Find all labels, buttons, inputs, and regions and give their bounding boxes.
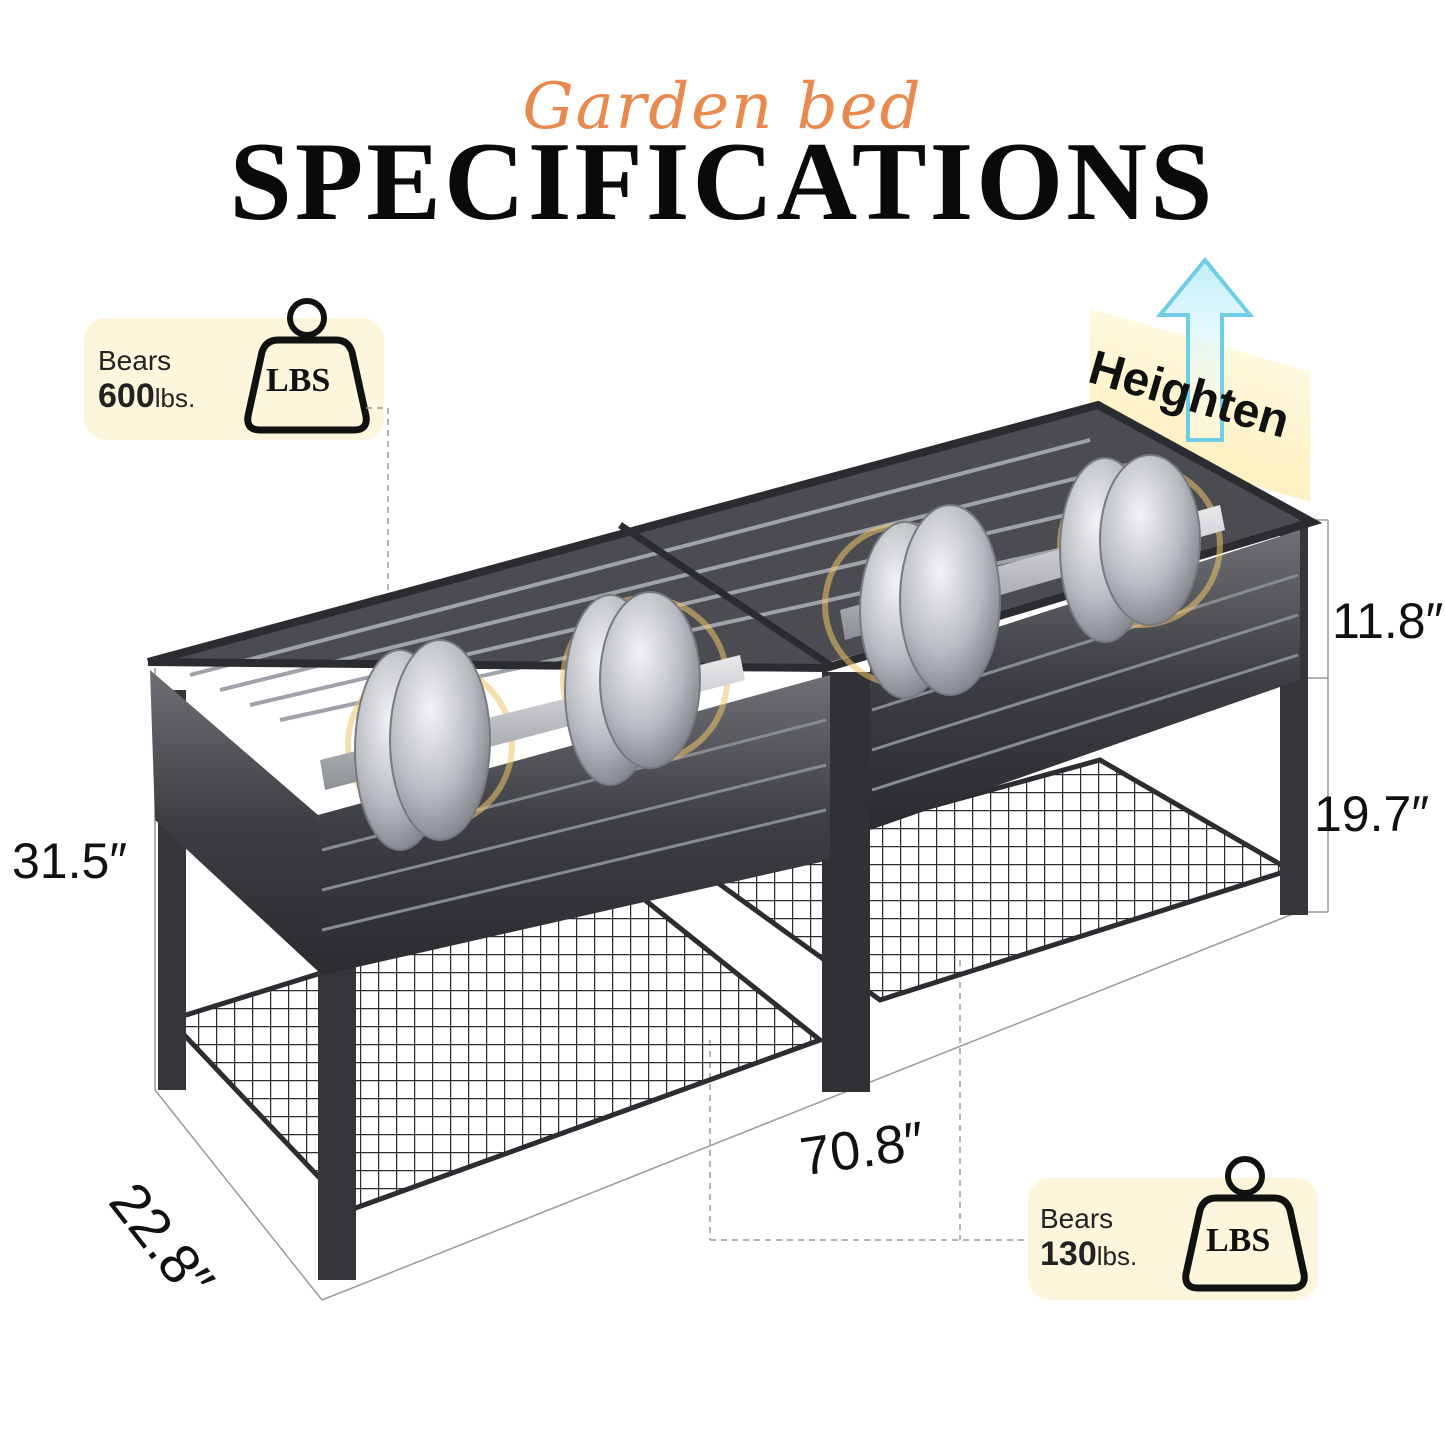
weight-icon <box>1182 1156 1308 1292</box>
dimension-height-total: 31.5″ <box>12 833 128 889</box>
weight-icon <box>244 298 370 434</box>
dimension-bed-height: 11.8″ <box>1332 593 1444 649</box>
weight-label: LBS <box>266 362 331 399</box>
badge-label: Bears <box>98 345 172 376</box>
badge-label: Bears <box>1040 1203 1114 1234</box>
dumbbell-left <box>320 591 745 851</box>
arrow-up-icon <box>1155 256 1255 442</box>
badge-unit: lbs. <box>1096 1241 1138 1271</box>
dumbbell-right <box>822 454 1225 699</box>
script-subtitle: Garden bed <box>522 70 923 144</box>
dimension-leg-height: 19.7″ <box>1314 786 1430 842</box>
load-badge-top-text: Bears 600lbs. <box>98 345 195 416</box>
weight-label: LBS <box>1206 1222 1271 1259</box>
page-title: SPECIFICATIONS <box>229 120 1216 244</box>
badge-value: 600 <box>98 377 155 415</box>
badge-value: 130 <box>1040 1235 1097 1273</box>
badge-unit: lbs. <box>154 383 196 413</box>
load-badge-bottom-text: Bears 130lbs. <box>1040 1203 1137 1274</box>
